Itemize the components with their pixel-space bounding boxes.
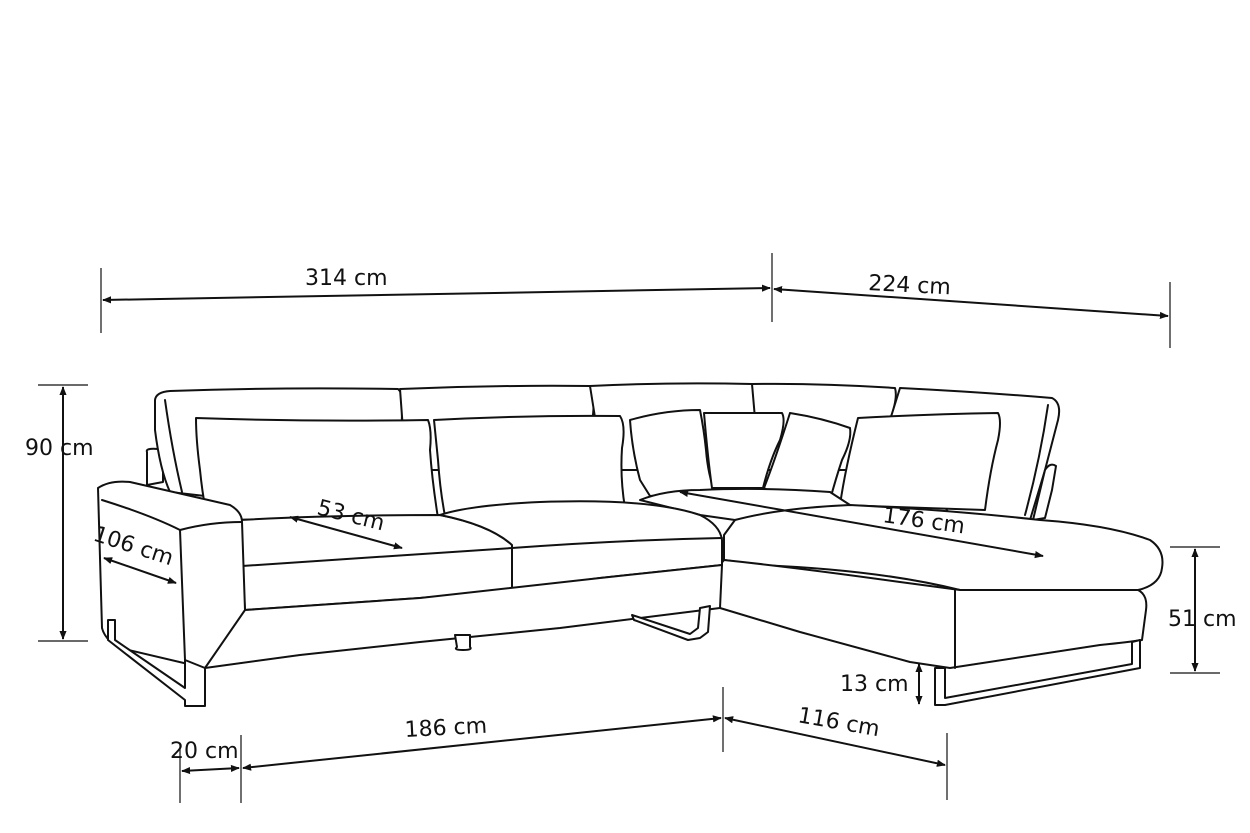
dim-line-176 bbox=[679, 489, 1044, 559]
dim-line-106 bbox=[103, 557, 177, 584]
scatter-cushion-3 bbox=[629, 409, 716, 497]
dim-line-20 bbox=[181, 764, 240, 775]
leg-chaise-frame bbox=[934, 639, 1141, 706]
sofa-drawing bbox=[97, 382, 1164, 707]
label-chaise-width: 224 cm bbox=[868, 271, 952, 300]
scatter-cushion-4 bbox=[703, 411, 785, 489]
label-total-width: 314 cm bbox=[305, 266, 388, 291]
leg-back-frame bbox=[631, 605, 711, 641]
dimension-lines bbox=[38, 253, 1220, 803]
dim-line-116 bbox=[724, 716, 946, 767]
label-leg-height: 13 cm bbox=[840, 672, 909, 697]
scatter-cushion-1 bbox=[195, 417, 439, 521]
label-chaise-height: 51 cm bbox=[1168, 607, 1237, 632]
dim-line-224 bbox=[773, 285, 1169, 320]
scatter-cushion-2 bbox=[433, 414, 626, 517]
left-armrest bbox=[97, 480, 246, 669]
dim-line-314 bbox=[102, 284, 771, 304]
chaise-base bbox=[719, 559, 1148, 669]
leg-front-left bbox=[107, 619, 206, 707]
dim-line-186 bbox=[242, 715, 722, 771]
label-armrest-width: 20 cm bbox=[170, 739, 239, 764]
scatter-cushion-5 bbox=[763, 412, 852, 501]
label-height: 90 cm bbox=[25, 436, 94, 461]
scatter-cushion-6 bbox=[839, 412, 1001, 511]
label-main-width: 186 cm bbox=[404, 714, 488, 743]
dim-line-53 bbox=[289, 515, 403, 550]
leg-center-foot bbox=[454, 634, 472, 651]
